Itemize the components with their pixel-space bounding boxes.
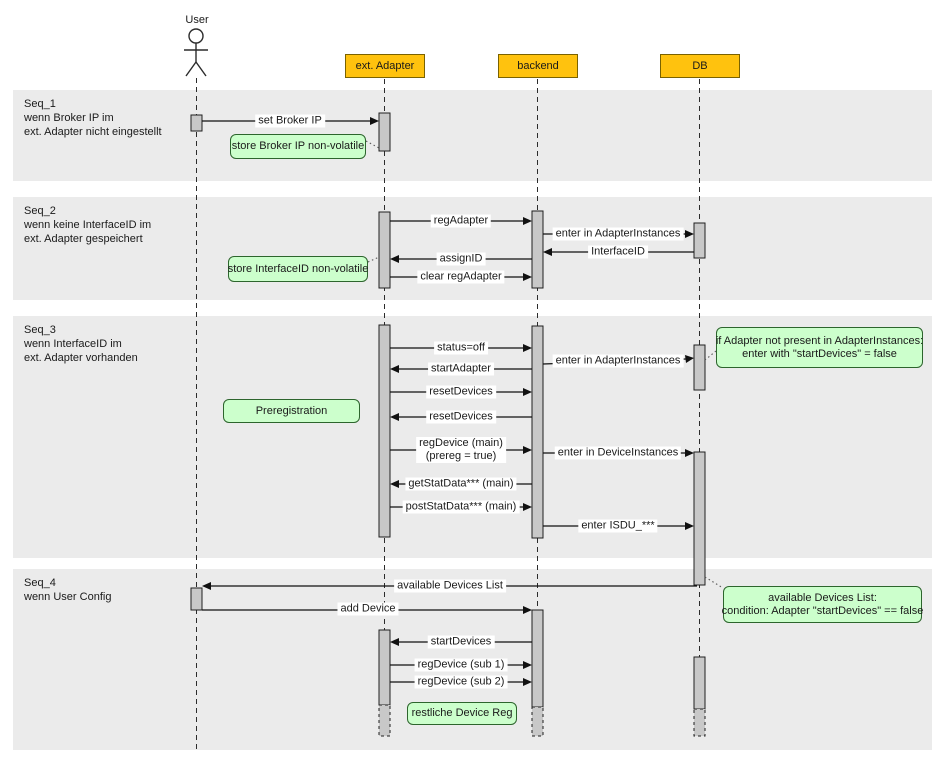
message-label-assign-id: assignID [436,252,486,266]
seq3-line2: wenn InterfaceID im [24,338,122,350]
seq1-label: Seq_1 wenn Broker IP im ext. Adapter nic… [24,97,162,139]
message-label-reg-device-main-line2: (prereg = true) [425,450,497,462]
band-seq1 [13,90,932,181]
message-label-get-stat-data: getStatData*** (main) [405,477,517,491]
actor-backend: backend [498,54,578,78]
note-preregistration: Preregistration [223,399,360,423]
message-label-reset-devices-2: resetDevices [426,410,496,424]
message-label-reg-device-sub2: regDevice (sub 2) [414,675,508,689]
message-label-enter-adapter-instances-2: enter in AdapterInstances [552,354,684,368]
message-label-start-devices: startDevices [427,635,495,649]
seq3-line3: ext. Adapter vorhanden [24,352,138,364]
seq3-label: Seq_3 wenn InterfaceID im ext. Adapter v… [24,323,138,365]
message-label-post-stat-data: postStatData*** (main) [402,500,520,514]
note-connectors [365,140,724,589]
note-available-condition: available Devices List: condition: Adapt… [721,586,924,623]
message-label-enter-isdu: enter ISDU_*** [578,519,658,533]
note-adapter-condition: if Adapter not present in AdapterInstanc… [716,327,923,368]
actor-db: DB [660,54,740,78]
message-label-clear-reg-adapter: clear regAdapter [417,270,505,284]
note-store-interface-id: store InterfaceID non-volatile [228,256,368,282]
seq3-title: Seq_3 [24,324,56,336]
note-restliche-device-reg: restliche Device Reg [407,702,517,725]
message-label-enter-adapter-instances-1: enter in AdapterInstances [552,227,684,241]
seq1-line3: ext. Adapter nicht eingestellt [24,126,162,138]
message-label-reset-devices-1: resetDevices [426,385,496,399]
seq2-label: Seq_2 wenn keine InterfaceID im ext. Ada… [24,204,151,246]
seq2-line2: wenn keine InterfaceID im [24,219,152,231]
note-available-condition-line2: condition: Adapter "startDevices" == fal… [721,604,924,617]
seq4-line2: wenn User Config [24,591,112,603]
message-label-enter-device-instances: enter in DeviceInstances [554,446,682,460]
seq4-title: Seq_4 [24,577,56,589]
seq1-line2: wenn Broker IP im [24,112,114,124]
message-label-available-devices-list: available Devices List [394,579,506,593]
message-label-add-device: add Device [337,602,399,616]
message-label-set-broker-ip: set Broker IP [255,114,325,128]
seq1-title: Seq_1 [24,98,56,110]
note-adapter-condition-line2: enter with "startDevices" = false [742,347,897,360]
message-label-reg-device-main: regDevice (main) (prereg = true) [416,437,506,463]
seq4-label: Seq_4 wenn User Config [24,576,111,604]
actor-ext-adapter: ext. Adapter [345,54,425,78]
seq2-title: Seq_2 [24,205,56,217]
user-stick-figure-icon [184,28,208,77]
message-label-interface-id: InterfaceID [588,245,648,259]
message-label-reg-device-sub1: regDevice (sub 1) [414,658,508,672]
actor-user-label: User [185,14,209,26]
message-label-start-adapter: startAdapter [428,362,494,376]
message-label-reg-adapter: regAdapter [430,214,492,228]
seq2-line3: ext. Adapter gespeichert [24,233,143,245]
note-adapter-condition-line1: if Adapter not present in AdapterInstanc… [715,334,924,347]
note-store-broker-ip: store Broker IP non-volatile [230,134,366,159]
message-label-status-off: status=off [434,341,488,355]
activation-bars [190,112,706,737]
message-label-reg-device-main-line1: regDevice (main) [419,437,503,449]
note-available-condition-line1: available Devices List: [768,591,877,604]
